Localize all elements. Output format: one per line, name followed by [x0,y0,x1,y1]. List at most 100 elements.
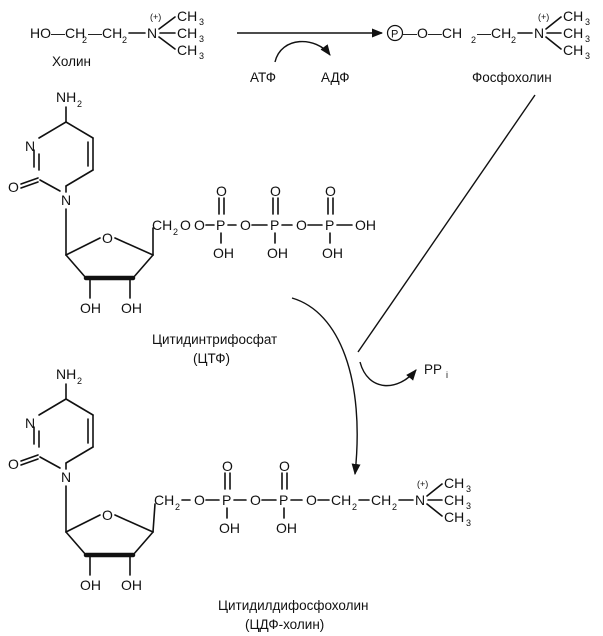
choline-bond-me1 [158,16,176,30]
cdp-ring-o: O [102,507,113,523]
choline-formula-left: HO—CH [30,25,85,41]
cdp-p2-oxo: O [279,458,290,474]
phosphocholine-to-reaction-line [357,94,536,353]
cdp-n-atom: N [415,492,425,508]
ctp-ring-n1: N [61,192,71,208]
cdp-methyl-2-sub: 3 [466,501,471,511]
ctp-o-2: O [240,217,251,233]
adp-label: АДФ [321,70,350,85]
choline-methyl-1: CH [177,8,197,24]
phosphocholine-methyl-3: CH [563,42,583,58]
choline-methyl-3-sub: 3 [199,51,204,61]
choline-bond-me3 [158,36,176,50]
phosphocholine-bond-me1 [545,16,562,30]
phosphocholine-methyl-2: CH [563,25,583,41]
ctp-o-1: O [194,217,205,233]
cdp-methyl-2: CH [444,492,464,508]
ppi-label: PP [424,362,442,377]
choline-n-atom: N [147,25,157,41]
cdp-p-2: P [279,492,288,508]
phosphocholine-sub-2a: 2 [471,35,476,45]
cdp-amine: NH [56,366,76,382]
phosphocholine-charge: (+) [538,12,549,22]
phosphocholine-n-atom: N [534,25,544,41]
cdp-p1-oxo: O [222,458,233,474]
ctp-o-3: O [296,217,307,233]
phosphate-circle-icon [386,24,404,42]
cdp-ring-n3: N [25,415,35,431]
ctp-p3-oxo: O [325,183,336,199]
cdp-methyl-3-sub: 3 [466,518,471,528]
ctp-p-3: P [325,217,334,233]
choline-methyl-2: CH [177,25,197,41]
cdp-cytosine-ring [20,383,94,470]
cdp-ring-n1: N [61,469,71,485]
cdp-amine-sub: 2 [77,376,82,386]
atp-cofactor-curved-arrow [274,40,331,63]
ctp-ring-o: O [102,230,113,246]
choline-formula-mid: —CH [88,25,122,41]
cdp-p1-oh: OH [219,520,240,536]
cdp-ch2-c-sub: 2 [392,502,397,512]
ctp-p-2: P [270,217,279,233]
phosphocholine-methyl-1: CH [563,8,583,24]
ctp-p-1: P [216,217,225,233]
phosphocholine-bond-me3 [545,36,562,50]
ctp-ribose-ring [65,208,154,299]
choline-sub-2b: 2 [122,35,127,45]
ctp-p2-oxo: O [270,183,281,199]
phosphocholine-sub-2b: 2 [511,35,516,45]
choline-molecule: HO—CH 2 —CH 2 N (+) CH 3 CH 3 CH 3 Холин [30,8,204,69]
choline-name: Холин [52,54,91,69]
ctp-p2-oh: OH [267,245,288,261]
phosphocholine-formula: —O—CH [403,25,462,41]
cdp-ch2-b: CH [331,492,351,508]
cdp-oh-3: OH [121,577,142,593]
ppi-release-curved-arrow [359,361,417,387]
choline-methyl-2-sub: 3 [199,34,204,44]
atp-label: АТФ [250,70,276,85]
ctp-cytosine-ring [20,106,94,193]
choline-charge: (+) [150,12,161,22]
choline-methyl-3: CH [177,42,197,58]
cdp-ch2-a: CH [154,492,174,508]
ctp-ch2-sub: 2 [173,227,178,237]
ctp-name: Цитидинтрифосфат [152,332,277,347]
cdp-oh-2: OH [80,577,101,593]
cdp-p2-oh: OH [276,520,297,536]
choline-sub-2a: 2 [82,35,87,45]
cdp-ribose-ring [65,485,156,576]
ctp-ch2: CH [152,217,172,233]
cdp-ch2-b-sub: 2 [352,502,357,512]
cdp-choline-abbr: (ЦДФ-холин) [245,617,324,632]
ctp-p1-oxo: O [216,183,227,199]
ctp-molecule: NH 2 N N O [8,89,376,366]
cdp-methyl-3: CH [444,509,464,525]
cdp-o-3: O [306,492,317,508]
ctp-terminal-oh: OH [355,217,376,233]
cdp-carbonyl-o: O [8,456,19,472]
ppi-sub: i [446,370,448,380]
ctp-p3-oh: OH [322,245,343,261]
cdp-ch2-c: CH [371,492,391,508]
phosphocholine-formula-mid: —CH [477,25,511,41]
phosphocholine-molecule: P —O—CH 2 —CH 2 N (+) CH 3 CH 3 CH 3 Фос… [386,8,590,85]
phosphate-circle-letter: P [391,29,398,41]
cdp-choline-name: Цитидилдифосфохолин [218,598,368,613]
phosphocholine-methyl-2-sub: 3 [585,34,590,44]
ctp-oh-2: OH [80,300,101,316]
ctp-carbonyl-o: O [8,179,19,195]
ctp-ring-n3: N [25,138,35,154]
cdp-p-1: P [222,492,231,508]
cdp-charge: (+) [417,479,428,489]
ctp-amine: NH [56,89,76,105]
choline-methyl-1-sub: 3 [199,17,204,27]
reaction-arrow-ctp-to-cdp-choline [291,297,361,476]
cdp-choline-molecule: NH 2 N N O O [8,366,471,632]
ctp-p1-oh: OH [213,245,234,261]
cdp-o-1: O [194,492,205,508]
cdp-methyl-1: CH [444,475,464,491]
phosphocholine-name: Фосфохолин [472,70,552,85]
cdp-ch2-a-sub: 2 [175,502,180,512]
cdp-o-2: O [250,492,261,508]
